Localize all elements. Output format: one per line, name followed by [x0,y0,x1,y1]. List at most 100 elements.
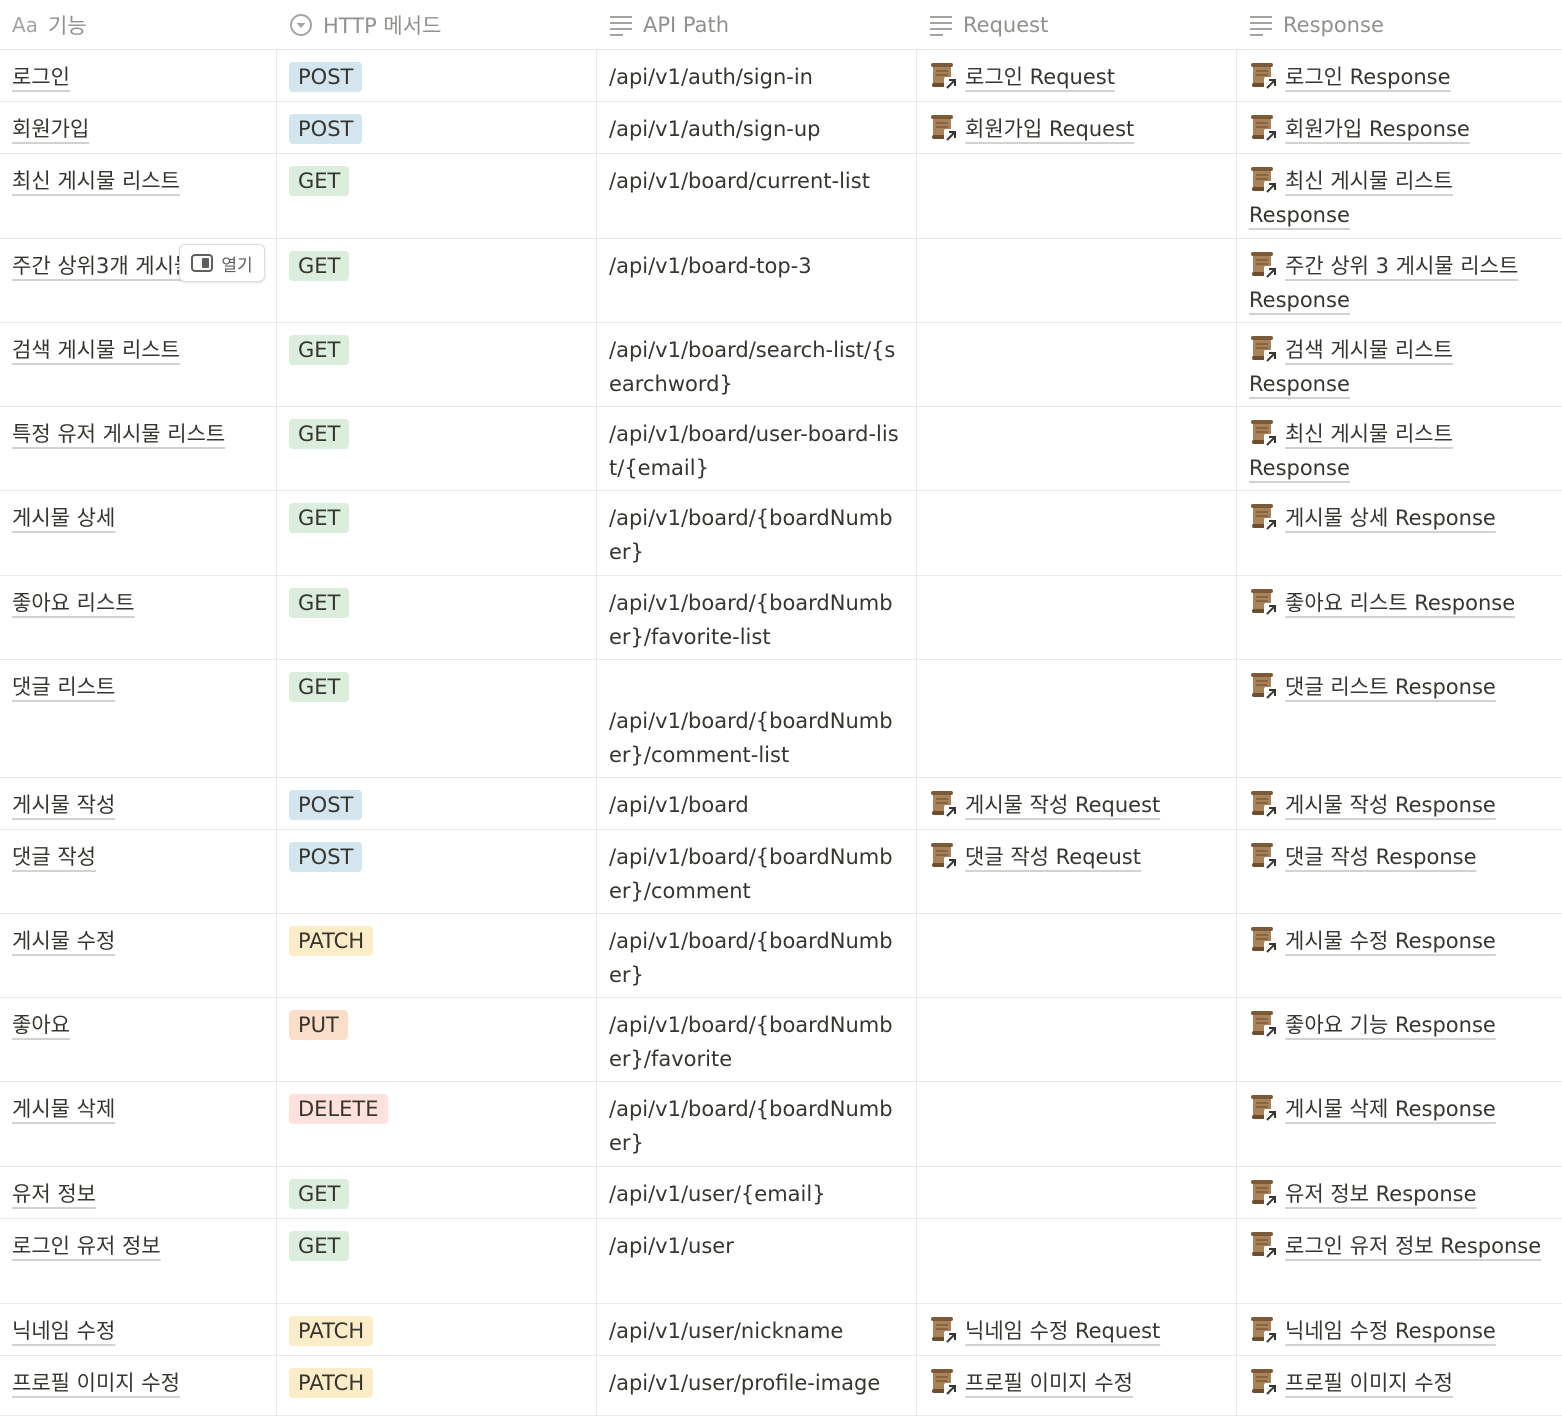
feature-cell[interactable]: 닉네임 수정 [0,1304,277,1355]
api-path-cell[interactable]: /api/v1/board [597,778,917,829]
page-link[interactable]: 회원가입 Request [929,115,1134,142]
page-link[interactable]: 댓글 작성 Reqeust [929,843,1141,870]
page-link[interactable]: 최신 게시물 리스트 Response [1249,167,1453,227]
feature-cell[interactable]: 특정 유저 게시물 리스트 [0,407,277,490]
response-cell[interactable]: 주간 상위 3 게시물 리스트 Response [1237,239,1562,322]
request-cell[interactable] [917,1219,1237,1303]
request-cell[interactable]: 프로필 이미지 수정 [917,1356,1237,1415]
response-cell[interactable]: 게시물 상세 Response [1237,491,1562,575]
page-link[interactable]: 게시물 상세 Response [1249,504,1496,531]
page-link[interactable]: 유저 정보 Response [1249,1180,1477,1207]
api-path-cell[interactable]: /api/v1/user [597,1219,917,1303]
column-header-feature[interactable]: Aa 기능 [0,0,277,49]
feature-cell[interactable]: 로그인 유저 정보 [0,1219,277,1303]
api-path-cell[interactable]: /api/v1/board/{boardNumber}/favorite-lis… [597,576,917,659]
http-method-cell[interactable]: PATCH [277,1356,597,1415]
feature-cell[interactable]: 게시물 삭제 [0,1082,277,1166]
http-method-cell[interactable]: GET [277,576,597,659]
request-cell[interactable]: 게시물 작성 Request [917,778,1237,829]
feature-cell[interactable]: 게시물 상세 [0,491,277,575]
feature-cell[interactable]: 프로필 이미지 수정 [0,1356,277,1415]
api-path-cell[interactable]: /api/v1/user/{email} [597,1167,917,1218]
request-cell[interactable] [917,660,1237,777]
feature-cell[interactable]: 댓글 작성 [0,830,277,913]
request-cell[interactable] [917,491,1237,575]
http-method-cell[interactable]: PATCH [277,914,597,997]
request-cell[interactable] [917,239,1237,322]
request-cell[interactable] [917,154,1237,238]
column-header-http-method[interactable]: HTTP 메서드 [277,0,597,49]
response-cell[interactable]: 최신 게시물 리스트 Response [1237,407,1562,490]
feature-name[interactable]: 좋아요 리스트 [12,591,135,615]
feature-cell[interactable]: 게시물 작성 [0,778,277,829]
response-cell[interactable]: 최신 게시물 리스트 Response [1237,154,1562,238]
http-method-cell[interactable]: GET [277,660,597,777]
feature-cell[interactable]: 로그인 [0,50,277,101]
page-link[interactable]: 좋아요 리스트 Response [1249,589,1515,616]
feature-name[interactable]: 게시물 수정 [12,929,116,953]
response-cell[interactable]: 회원가입 Response [1237,102,1562,153]
feature-name[interactable]: 좋아요 [12,1013,70,1037]
response-cell[interactable]: 댓글 리스트 Response [1237,660,1562,777]
request-cell[interactable] [917,1167,1237,1218]
response-cell[interactable]: 로그인 유저 정보 Response [1237,1219,1562,1303]
feature-name[interactable]: 닉네임 수정 [12,1319,116,1343]
feature-cell[interactable]: 최신 게시물 리스트 [0,154,277,238]
api-path-cell[interactable]: /api/v1/user/nickname [597,1304,917,1355]
column-header-request[interactable]: Request [917,0,1237,49]
api-path-cell[interactable]: /api/v1/auth/sign-up [597,102,917,153]
page-link[interactable]: 프로필 이미지 수정 [1249,1369,1453,1396]
page-link[interactable]: 프로필 이미지 수정 [929,1369,1133,1396]
api-path-cell[interactable]: /api/v1/board/{boardNumber}/comment-list [597,660,917,777]
feature-cell[interactable]: 게시물 수정 [0,914,277,997]
page-link[interactable]: 닉네임 수정 Response [1249,1317,1496,1344]
http-method-cell[interactable]: PATCH [277,1304,597,1355]
feature-name[interactable]: 프로필 이미지 수정 [12,1371,180,1395]
feature-name[interactable]: 게시물 상세 [12,506,116,530]
http-method-cell[interactable]: GET [277,1167,597,1218]
page-link[interactable]: 닉네임 수정 Request [929,1317,1160,1344]
page-link[interactable]: 게시물 작성 Response [1249,791,1496,818]
request-cell[interactable]: 회원가입 Request [917,102,1237,153]
request-cell[interactable] [917,407,1237,490]
api-path-cell[interactable]: /api/v1/board-top-3 [597,239,917,322]
api-path-cell[interactable]: /api/v1/board/{boardNumber} [597,491,917,575]
response-cell[interactable]: 좋아요 기능 Response [1237,998,1562,1081]
http-method-cell[interactable]: POST [277,778,597,829]
http-method-cell[interactable]: GET [277,154,597,238]
api-path-cell[interactable]: /api/v1/user/profile-image [597,1356,917,1415]
feature-cell[interactable]: 좋아요 [0,998,277,1081]
feature-name[interactable]: 최신 게시물 리스트 [12,169,180,193]
request-cell[interactable] [917,323,1237,406]
page-link[interactable]: 좋아요 기능 Response [1249,1011,1496,1038]
feature-name[interactable]: 회원가입 [12,117,90,141]
page-link[interactable]: 회원가입 Response [1249,115,1470,142]
http-method-cell[interactable]: POST [277,830,597,913]
feature-name[interactable]: 댓글 작성 [12,845,96,869]
request-cell[interactable]: 로그인 Request [917,50,1237,101]
http-method-cell[interactable]: GET [277,239,597,322]
response-cell[interactable]: 댓글 작성 Response [1237,830,1562,913]
http-method-cell[interactable]: POST [277,50,597,101]
feature-name[interactable]: 로그인 [12,65,70,89]
http-method-cell[interactable]: GET [277,407,597,490]
feature-name[interactable]: 게시물 삭제 [12,1097,116,1121]
column-header-response[interactable]: Response [1237,0,1562,49]
response-cell[interactable]: 로그인 Response [1237,50,1562,101]
page-link[interactable]: 주간 상위 3 게시물 리스트 Response [1249,252,1518,312]
page-link[interactable]: 로그인 Request [929,63,1115,90]
api-path-cell[interactable]: /api/v1/auth/sign-in [597,50,917,101]
response-cell[interactable]: 게시물 수정 Response [1237,914,1562,997]
api-path-cell[interactable]: /api/v1/board/search-list/{searchword} [597,323,917,406]
response-cell[interactable]: 좋아요 리스트 Response [1237,576,1562,659]
feature-cell[interactable]: 좋아요 리스트 [0,576,277,659]
feature-name[interactable]: 게시물 작성 [12,793,116,817]
api-path-cell[interactable]: /api/v1/board/{boardNumber} [597,1082,917,1166]
response-cell[interactable]: 게시물 삭제 Response [1237,1082,1562,1166]
response-cell[interactable]: 게시물 작성 Response [1237,778,1562,829]
page-link[interactable]: 검색 게시물 리스트 Response [1249,336,1453,396]
http-method-cell[interactable]: DELETE [277,1082,597,1166]
request-cell[interactable]: 닉네임 수정 Request [917,1304,1237,1355]
page-link[interactable]: 게시물 삭제 Response [1249,1095,1496,1122]
